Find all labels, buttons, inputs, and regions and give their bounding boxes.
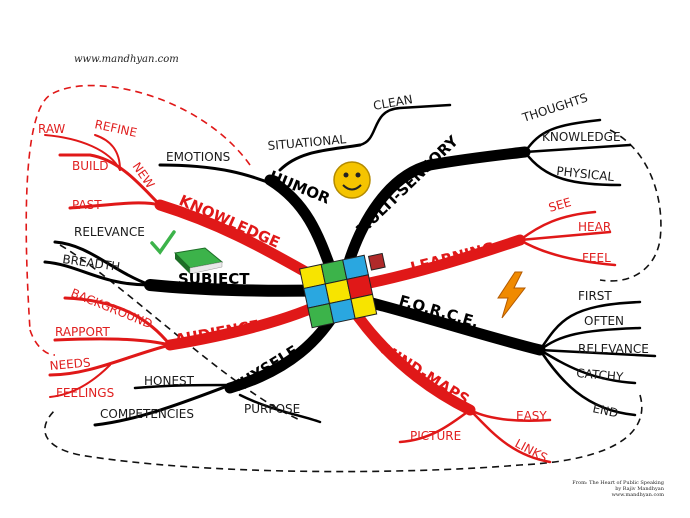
label-breadth: BREADTH bbox=[62, 252, 121, 274]
credit-line-3: www.mandhyan.com bbox=[612, 492, 665, 498]
label-raw: RAW bbox=[38, 122, 65, 136]
checkmark-icon bbox=[150, 230, 176, 255]
label-first: FIRST bbox=[578, 289, 612, 303]
label-build: BUILD bbox=[72, 159, 108, 173]
label-relevance-subject: RELEVANCE bbox=[74, 225, 145, 239]
label-feelings: FEELINGS bbox=[56, 386, 114, 400]
label-hear: HEAR bbox=[578, 220, 611, 234]
label-links: LINKS bbox=[513, 436, 550, 465]
label-often: OFTEN bbox=[584, 314, 624, 328]
label-picture: PICTURE bbox=[410, 429, 461, 443]
label-thoughts: THOUGHTS bbox=[520, 91, 590, 126]
branch-mind-maps: MIND-MAPS bbox=[378, 340, 473, 408]
label-competencies: COMPETENCIES bbox=[100, 407, 194, 421]
label-easy: EASY bbox=[516, 409, 547, 423]
sub-branches bbox=[43, 103, 657, 464]
credit-line-2: by Rajiv Mandhyan bbox=[615, 486, 665, 492]
label-feel: FEEL bbox=[582, 251, 611, 265]
branch-audience: AUDIENCE bbox=[174, 316, 261, 349]
branch-learning: LEARNING bbox=[409, 239, 497, 277]
label-new: NEW bbox=[130, 160, 158, 191]
label-emotions: EMOTIONS bbox=[166, 150, 230, 164]
branch-thyself: THYSELF bbox=[229, 342, 302, 397]
label-end: END bbox=[591, 401, 619, 420]
label-honest: HONEST bbox=[144, 374, 195, 388]
credit-line-1: From: The Heart of Public Speaking bbox=[572, 480, 665, 486]
label-purpose: PURPOSE bbox=[244, 402, 300, 416]
dashed-links bbox=[25, 84, 662, 473]
watermark-url: www.mandhyan.com bbox=[74, 54, 179, 65]
label-relevance-force: RELEVANCE bbox=[578, 342, 649, 356]
label-clean: CLEAN bbox=[372, 92, 414, 113]
book-icon bbox=[173, 247, 224, 275]
label-needs: NEEDS bbox=[49, 355, 91, 373]
label-knowledge-sense: KNOWLEDGE bbox=[542, 130, 621, 144]
smiley-icon bbox=[333, 161, 371, 199]
lightning-icon bbox=[497, 271, 527, 319]
label-past: PAST bbox=[72, 198, 102, 212]
label-physical: PHYSICAL bbox=[556, 164, 615, 184]
label-catchy: CATCHY bbox=[576, 366, 625, 384]
branch-subject: SUBJECT bbox=[178, 270, 250, 288]
label-situational: SITUATIONAL bbox=[267, 132, 347, 153]
label-see: SEE bbox=[547, 195, 573, 215]
label-rapport: RAPPORT bbox=[55, 325, 110, 339]
puzzle-icon bbox=[299, 252, 386, 329]
